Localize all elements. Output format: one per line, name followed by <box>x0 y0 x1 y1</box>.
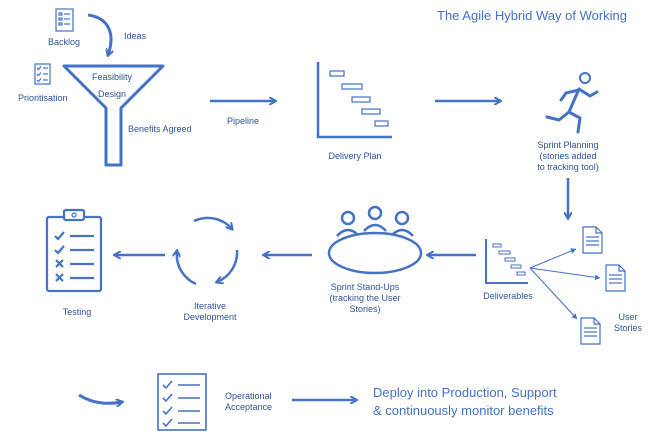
standups-label: Sprint Stand-Ups <box>330 282 400 292</box>
sprint-planning-label: Sprint Planning <box>537 140 599 150</box>
user-stories-label-2: Stories <box>613 323 643 333</box>
meeting-table-icon <box>327 205 423 275</box>
user-story-doc-icon <box>580 317 601 345</box>
standups-note-2: Stories) <box>349 304 381 314</box>
feasibility-label: Feasibility <box>91 72 133 82</box>
deliverables-label: Deliverables <box>483 291 533 301</box>
ideas-label: Ideas <box>124 31 147 41</box>
backlog-icon <box>55 8 74 32</box>
cycle-icon <box>177 216 239 286</box>
user-story-doc-icon <box>582 226 603 254</box>
sprint-planning-note-2: to tracking tool) <box>537 162 599 172</box>
pipeline-label: Pipeline <box>226 116 260 126</box>
prioritisation-label: Prioritisation <box>18 93 68 103</box>
iterative-label-2: Development <box>183 312 237 322</box>
operational-label-2: Acceptance <box>225 402 273 412</box>
deliverables-gantt-icon <box>485 239 528 284</box>
testing-to-acceptance-arrow <box>78 393 122 403</box>
gantt-icon <box>316 62 392 139</box>
delivery-plan-label: Delivery Plan <box>328 151 382 161</box>
runner-icon <box>545 72 599 134</box>
acceptance-checklist-icon <box>157 373 207 431</box>
user-stories-label-1: User <box>618 312 638 322</box>
sprint-planning-note-1: (stories added <box>539 151 597 161</box>
ideas-arrow <box>87 13 111 55</box>
standups-note-1: (tracking the User <box>329 293 401 303</box>
backlog-label: Backlog <box>47 37 81 47</box>
iterative-label-1: Iterative <box>193 301 227 311</box>
story-arrow-1 <box>529 248 577 269</box>
funnel-shape <box>62 64 165 167</box>
benefits-agreed-label: Benefits Agreed <box>128 124 192 134</box>
diagram-title: The Agile Hybrid Way of Working <box>437 8 628 23</box>
testing-label: Testing <box>62 307 92 317</box>
deploy-label-2: & continuously monitor benefits <box>373 403 554 418</box>
deploy-label-1: Deploy into Production, Support <box>373 385 557 400</box>
design-label: Design <box>97 89 127 99</box>
operational-label-1: Operational <box>225 391 272 401</box>
story-arrow-2 <box>529 267 601 281</box>
story-arrow-3 <box>529 267 578 320</box>
user-story-doc-icon <box>605 264 626 292</box>
prioritisation-icon <box>34 63 51 85</box>
testing-clipboard-icon <box>45 208 103 293</box>
